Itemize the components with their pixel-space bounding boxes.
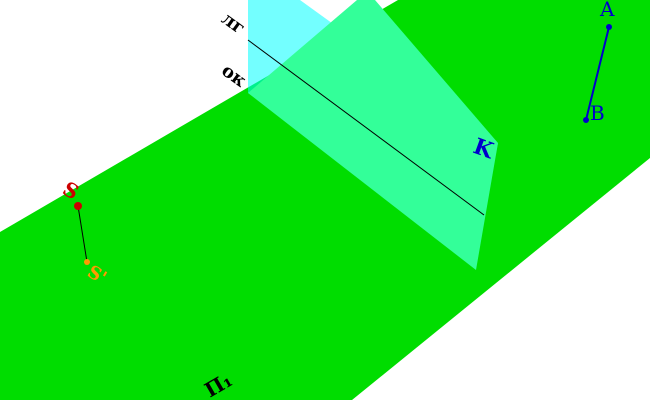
- picture-plane-lower: [248, 0, 498, 270]
- point-a-label: A: [599, 0, 615, 21]
- point-b-label: B: [590, 101, 605, 125]
- s-projection-line: [77, 205, 88, 263]
- base-line-label: ок: [217, 60, 250, 92]
- segment-ab: [585, 26, 610, 121]
- point-s: [74, 202, 82, 210]
- point-a: [606, 24, 612, 30]
- horizon-label: лг: [217, 8, 249, 39]
- point-b: [583, 117, 589, 123]
- point-s-prime: [84, 259, 90, 265]
- horizon-line: [247, 39, 485, 216]
